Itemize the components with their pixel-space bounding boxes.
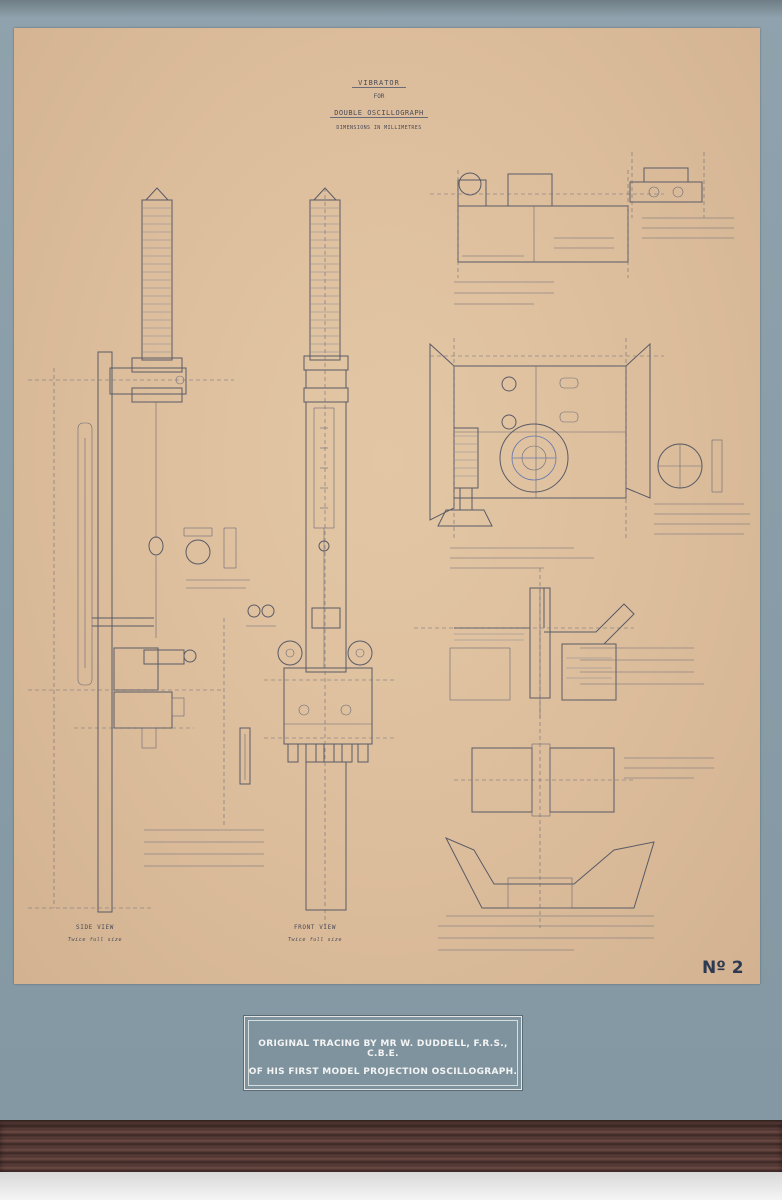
side-view-drawing bbox=[28, 187, 264, 913]
title-double-oscillograph: DOUBLE OSCILLOGRAPH bbox=[330, 109, 428, 118]
caption-plate: ORIGINAL TRACING BY MR W. DUDDELL, F.R.S… bbox=[243, 1015, 523, 1091]
ring-detail bbox=[183, 527, 250, 589]
caption-line-2: OF HIS FIRST MODEL PROJECTION OSCILLOGRA… bbox=[248, 1067, 518, 1077]
title-for: FOR bbox=[373, 93, 385, 100]
sheet-number: Nº 2 bbox=[702, 958, 744, 978]
front-view-title: FRONT VIEW bbox=[293, 924, 337, 931]
pivot-detail bbox=[223, 604, 276, 828]
side-view-label: SIDE VIEW Twice full size bbox=[60, 924, 130, 943]
tangent-block-section bbox=[430, 152, 734, 305]
drawing-sheet: VIBRATOR FOR DOUBLE OSCILLOGRAPH DIMENSI… bbox=[14, 28, 760, 984]
side-view-title: SIDE VIEW bbox=[76, 924, 114, 931]
technical-drawing bbox=[28, 152, 750, 951]
front-view-label: FRONT VIEW Twice full size bbox=[280, 924, 350, 943]
floor-background bbox=[0, 1172, 782, 1200]
tangent-frame-plan bbox=[429, 338, 750, 569]
caption-line-1: ORIGINAL TRACING BY MR W. DUDDELL, F.R.S… bbox=[258, 1039, 508, 1059]
frame-top-edge bbox=[0, 0, 782, 18]
drawing-title-block: VIBRATOR FOR DOUBLE OSCILLOGRAPH DIMENSI… bbox=[294, 70, 464, 131]
guide-section-drawing bbox=[414, 568, 714, 951]
frame-bottom-edge bbox=[0, 1120, 782, 1172]
front-view-drawing bbox=[264, 187, 394, 928]
title-dimensions-note: DIMENSIONS IN MILLIMETRES bbox=[336, 125, 422, 131]
side-view-scale: Twice full size bbox=[67, 937, 123, 943]
front-view-scale: Twice full size bbox=[287, 937, 343, 943]
title-vibrator: VIBRATOR bbox=[352, 79, 406, 88]
